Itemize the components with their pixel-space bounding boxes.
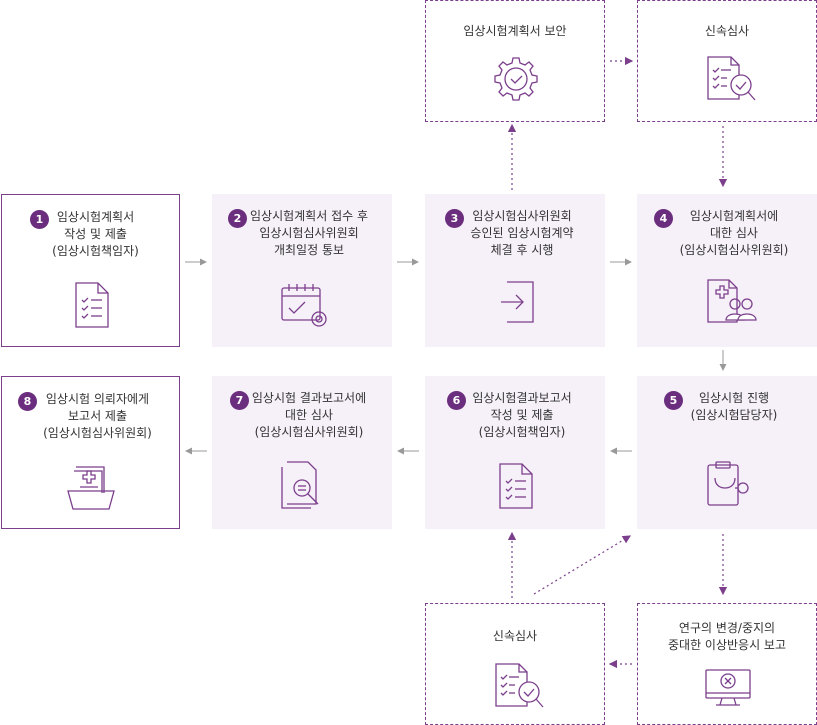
step-4-text: 임상시험계획서에 대한 심사 (임상시험심사위원회) [679, 209, 789, 257]
step-number-badge: 6 [447, 391, 466, 410]
monitor-x-icon [704, 668, 752, 708]
supplement-box: 임상시험계획서 보안 [425, 0, 605, 122]
step-number-badge: 3 [445, 209, 464, 228]
step-8-text: 임상시험 의뢰자에게 보고서 제출 (임상시험심사위원회) [43, 392, 152, 440]
step-number-badge: 4 [654, 209, 673, 228]
quick-review-top-box: 신속심사 [637, 0, 817, 122]
step-number-badge: 5 [664, 391, 683, 410]
step-3-box: 3 임상시험심사위원회 승인된 임상시험계약 체결 후 시행 [425, 194, 605, 347]
step-6-text: 임상시험결과보고서 작성 및 제출 (임상시험책임자) [472, 391, 572, 439]
step-8-box: 8 임상시험 의뢰자에게 보고서 제출 (임상시험심사위원회) [1, 376, 180, 529]
step-number-badge: 7 [230, 391, 249, 410]
step-3-text: 임상시험심사위원회 승인된 임상시험계약 체결 후 시행 [470, 209, 574, 257]
document-checklist-icon [73, 281, 111, 329]
report-box: 연구의 변경/중지의 중대한 이상반응시 보고 [637, 603, 817, 725]
quick-review-bottom-text: 신속심사 [492, 629, 538, 643]
quick-review-bottom-box: 신속심사 [425, 603, 605, 725]
checklist-magnify-icon [705, 55, 757, 105]
calendar-check-icon [279, 282, 329, 328]
sign-in-icon [499, 280, 539, 324]
step-6-box: 6 임상시험결과보고서 작성 및 제출 (임상시험책임자) [425, 376, 605, 529]
arrow-quick-to-5 [533, 535, 632, 595]
document-magnify-icon [280, 460, 324, 510]
step-5-box: 5 임상시험 진행 (임상시험담당자) [637, 376, 817, 529]
medical-folder-icon [66, 463, 116, 511]
medical-document-people-icon [705, 278, 757, 324]
gear-check-icon [492, 55, 540, 103]
report-text: 연구의 변경/중지의 중대한 이상반응시 보고 [667, 621, 787, 652]
step-2-text: 임상시험계획서 접수 후 임상시험심사위원회 개최일정 통보 [249, 209, 369, 257]
supplement-text: 임상시험계획서 보안 [463, 24, 567, 38]
checklist-magnify-icon [493, 662, 545, 712]
step-number-badge: 2 [228, 209, 247, 228]
step-7-text: 임상시험 결과보고서에 대한 심사 (임상시험심사위원회) [251, 391, 367, 439]
clipboard-stethoscope-icon [705, 460, 751, 508]
document-checklist-icon [497, 462, 535, 510]
step-4-box: 4 임상시험계획서에 대한 심사 (임상시험심사위원회) [637, 194, 817, 347]
step-number-badge: 1 [30, 210, 49, 229]
step-7-box: 7 임상시험 결과보고서에 대한 심사 (임상시험심사위원회) [212, 376, 392, 529]
step-1-box: 1 임상시험계획서 작성 및 제출 (임상시험책임자) [1, 194, 180, 347]
quick-review-top-text: 신속심사 [704, 24, 750, 38]
step-5-text: 임상시험 진행 (임상시험담당자) [690, 391, 778, 422]
step-2-box: 2 임상시험계획서 접수 후 임상시험심사위원회 개최일정 통보 [212, 194, 392, 347]
step-1-text: 임상시험계획서 작성 및 제출 (임상시험책임자) [52, 210, 139, 258]
step-number-badge: 8 [18, 392, 37, 411]
